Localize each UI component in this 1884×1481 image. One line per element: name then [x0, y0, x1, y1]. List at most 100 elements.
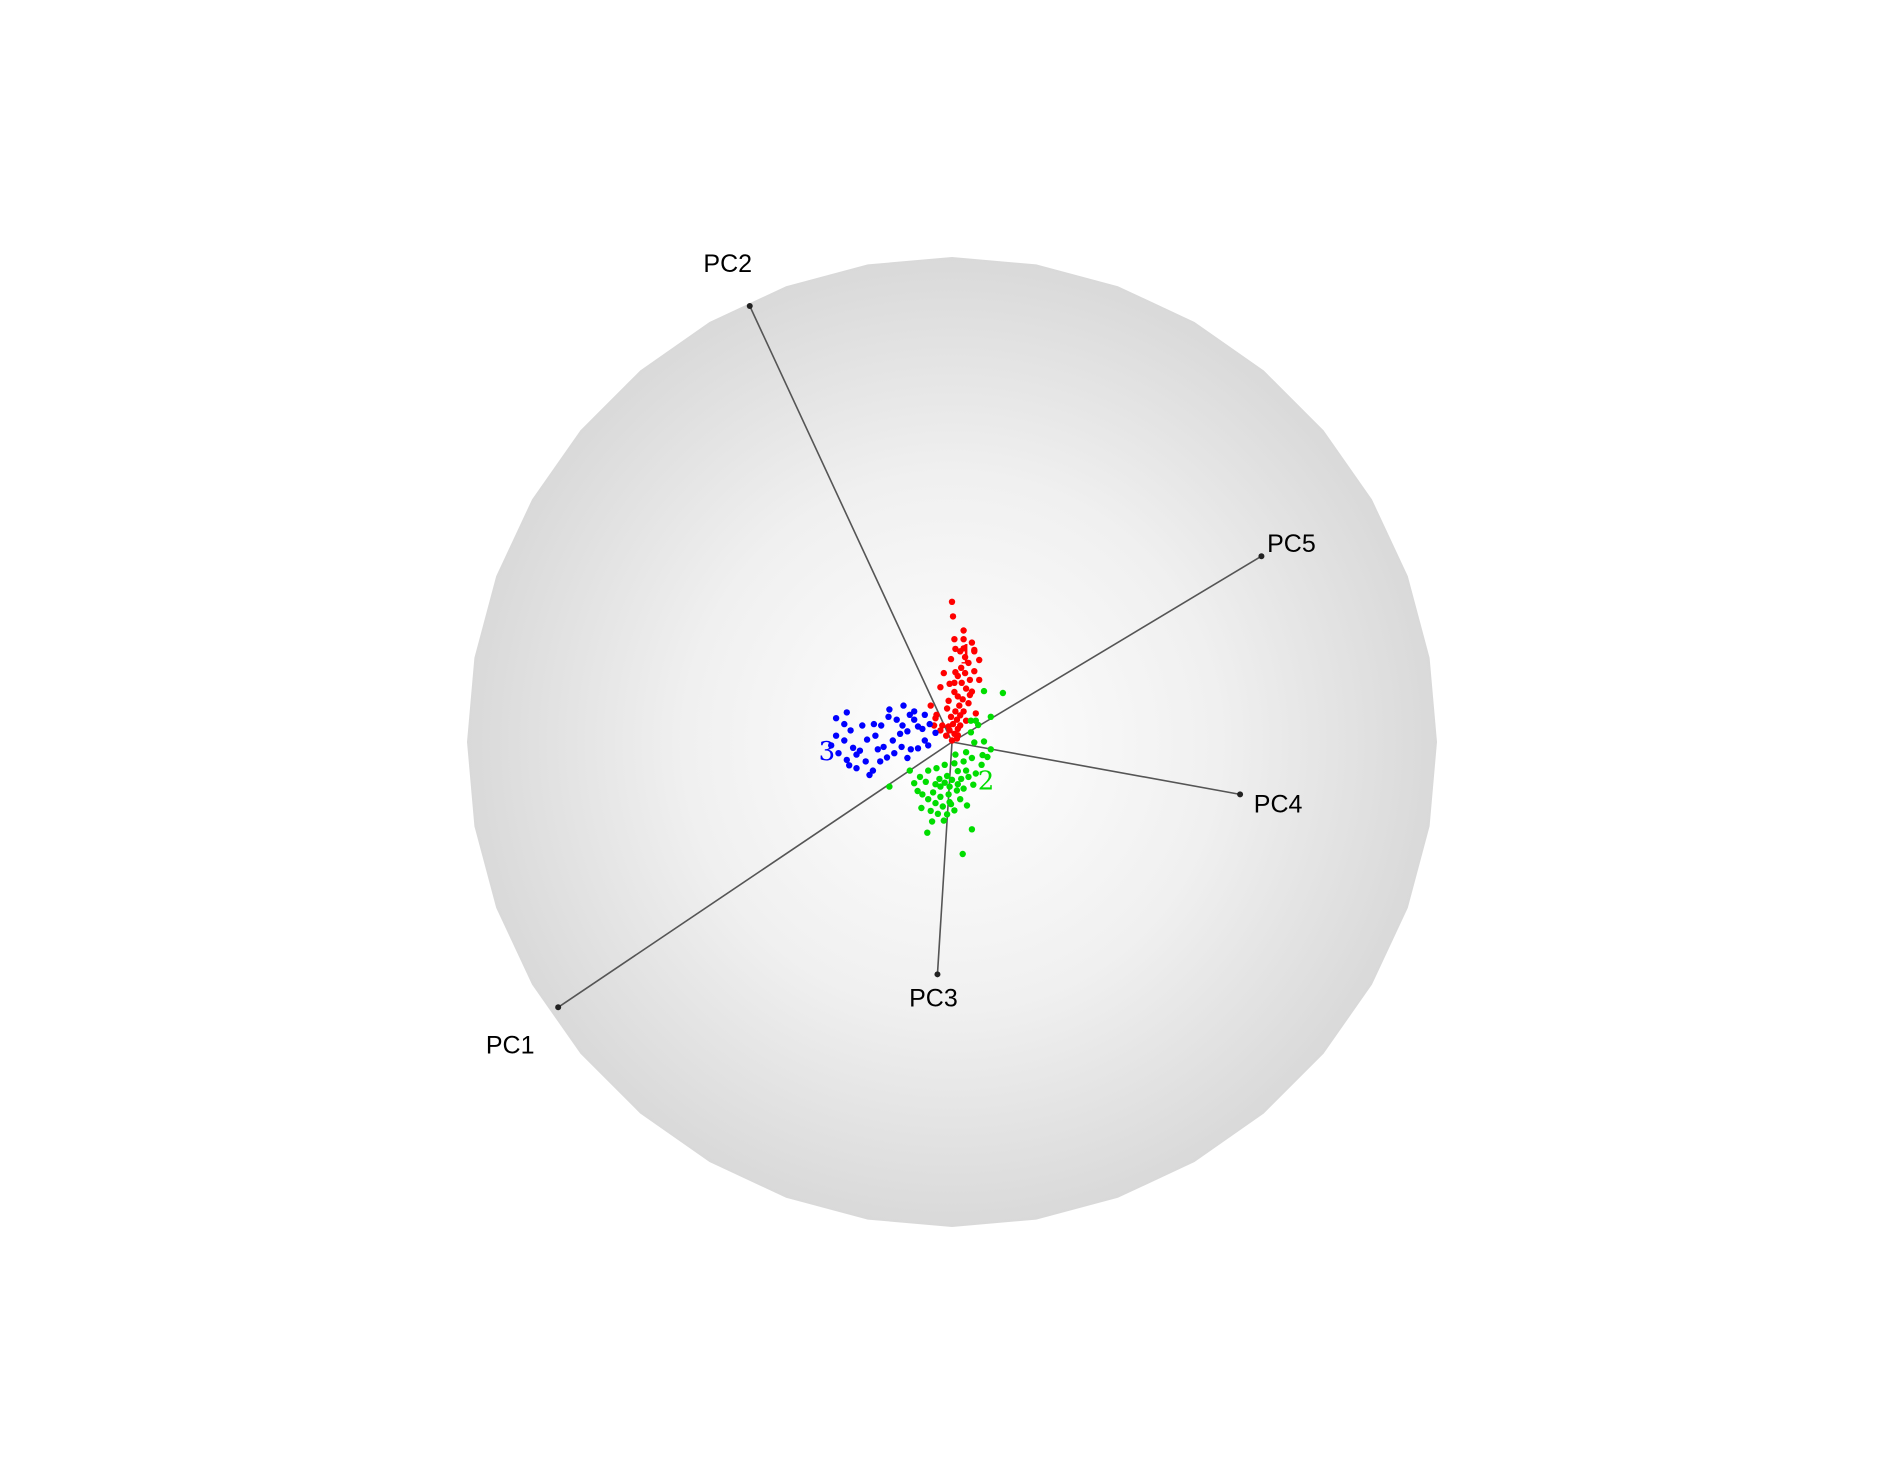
scatter-point	[863, 736, 871, 743]
scatter-point	[957, 712, 964, 719]
scatter-point	[976, 676, 983, 684]
scatter-point	[843, 709, 850, 716]
scatter-point	[957, 648, 964, 655]
scatter-point	[937, 793, 944, 800]
scatter-point	[932, 799, 939, 807]
scatter-point	[960, 636, 967, 643]
group-label-1: 1	[958, 641, 975, 671]
scatter-point	[889, 737, 896, 744]
scatter-point	[963, 802, 971, 809]
scatter-point	[951, 688, 958, 696]
scatter-point	[921, 737, 928, 744]
scatter-point	[980, 687, 988, 695]
axis-pc2-label: PC2	[703, 250, 752, 278]
scatter-point	[972, 770, 979, 777]
axis-pc3-tip	[934, 971, 941, 978]
scatter-point	[847, 727, 854, 734]
scatter-point	[954, 672, 961, 680]
scatter-point	[899, 722, 906, 729]
scatter-point	[919, 791, 926, 798]
scatter-point	[918, 804, 925, 812]
scatter-point	[878, 722, 885, 729]
scatter-point	[957, 796, 964, 803]
scatter-point	[943, 705, 951, 712]
scatter-point	[947, 655, 955, 663]
scatter-point	[925, 767, 932, 774]
scatter-point	[965, 659, 972, 667]
scatter-point	[907, 746, 914, 753]
axis-pc5-tip	[1258, 553, 1265, 560]
scatter-point	[946, 680, 953, 687]
scatter-point	[940, 669, 947, 677]
scatter-point	[904, 728, 911, 735]
scatter-point	[999, 689, 1007, 697]
scatter-point	[859, 722, 866, 729]
scatter-point	[971, 646, 978, 654]
scatter-point	[849, 744, 857, 751]
scatter-point	[846, 762, 853, 769]
scatter-point	[943, 772, 951, 780]
scatter-point	[877, 758, 884, 765]
scatter-point	[954, 693, 961, 700]
scatter-point	[965, 700, 972, 707]
points-layer	[828, 598, 1007, 858]
scatter-point	[872, 732, 879, 739]
scatter-point	[959, 696, 966, 703]
scatter-point	[952, 645, 959, 653]
scatter-point	[939, 722, 946, 729]
scatter-point	[891, 750, 898, 757]
scatter-point	[954, 767, 961, 775]
scatter-point	[841, 720, 848, 728]
scatter-point	[936, 775, 943, 783]
scatter-point	[987, 713, 994, 720]
scatter-point	[951, 679, 958, 686]
scatter-point	[832, 715, 840, 722]
scatter-point	[911, 708, 918, 715]
scatter-point	[932, 729, 939, 736]
scatter-point	[948, 776, 956, 783]
scatter-point	[940, 817, 947, 824]
scatter-point	[968, 754, 976, 762]
scatter-point	[987, 746, 994, 753]
scatter-point	[962, 685, 970, 692]
scatter-point	[900, 702, 907, 709]
scatter-point	[965, 773, 972, 781]
scatter-point	[958, 664, 965, 671]
scatter-point	[862, 758, 869, 765]
scatter-point	[966, 691, 974, 699]
scatter-point	[946, 798, 953, 806]
scatter-point	[922, 778, 929, 785]
scatter-point	[961, 653, 969, 661]
scatter-point	[932, 781, 939, 788]
scatter-point	[960, 627, 967, 634]
scatter-point	[853, 751, 860, 758]
scatter-point	[960, 785, 967, 792]
scatter-point	[959, 850, 966, 858]
scatter-point	[906, 711, 913, 718]
scatter-point	[958, 679, 965, 686]
group-label-3: 3	[819, 737, 836, 767]
scatter-point	[971, 668, 978, 675]
scatter-point	[843, 756, 850, 764]
axis-pc1-tip	[555, 1004, 562, 1011]
scatter-point	[853, 765, 860, 772]
scatter-point	[946, 783, 953, 790]
scatter-point	[869, 767, 877, 774]
scatter-point	[952, 751, 959, 758]
scatter-point	[925, 796, 932, 803]
scatter-point	[870, 720, 878, 728]
scatter-point	[893, 716, 900, 723]
scatter-point	[966, 676, 974, 684]
scatter-point	[911, 716, 918, 723]
scatter-point	[927, 702, 934, 709]
scatter-point	[866, 771, 873, 779]
scatter-point	[916, 773, 924, 781]
scatter-point	[885, 713, 892, 720]
scatter-point	[937, 684, 944, 691]
scatter-point	[941, 779, 948, 786]
scatter-point	[933, 711, 940, 718]
scatter-point	[952, 708, 959, 715]
scatter-point	[962, 717, 970, 724]
scatter-point	[919, 725, 926, 733]
